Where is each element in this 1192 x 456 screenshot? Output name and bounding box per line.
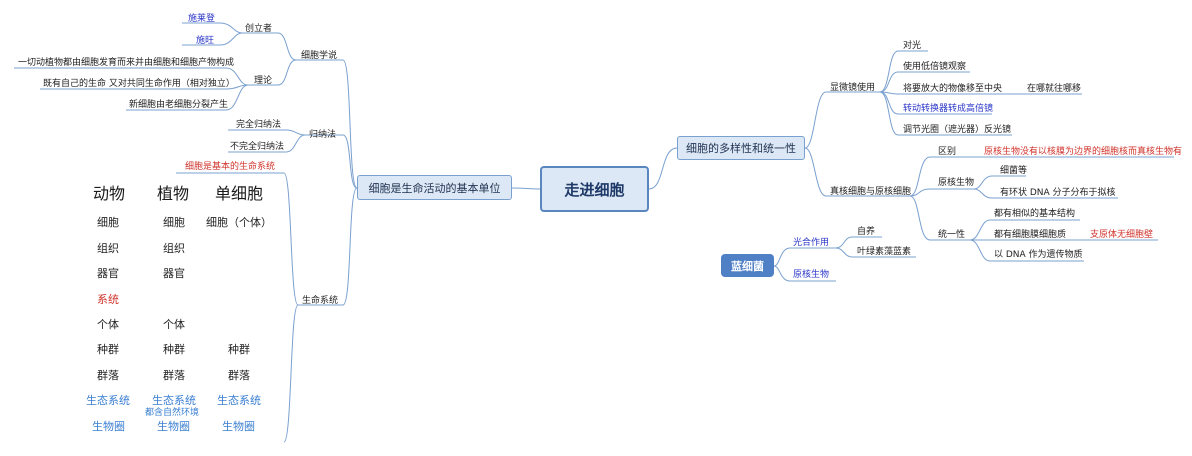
animal-level-tissue: 组织: [97, 242, 119, 255]
node-founder-schwann[interactable]: 施旺: [196, 36, 215, 46]
node-theory-point-1[interactable]: 一切动植物都由细胞发育而来并由细胞和细胞产物构成: [18, 58, 235, 68]
node-life-system[interactable]: 生命系统: [302, 296, 339, 306]
node-prokaryote[interactable]: 原核生物: [938, 178, 975, 188]
animal-level-community: 群落: [97, 369, 119, 382]
node-founder-schleiden[interactable]: 施莱登: [188, 14, 216, 24]
node-circular-dna[interactable]: 有环状 DNA 分子分布于拟核: [1000, 188, 1116, 198]
floating-topic-cyanobacteria[interactable]: 蓝细菌: [721, 254, 774, 277]
node-induction[interactable]: 归纳法: [309, 130, 337, 140]
header-single-cell: 单细胞: [215, 184, 264, 203]
node-microscope-use[interactable]: 显微镜使用: [830, 83, 876, 93]
node-pigments[interactable]: 叶绿素藻蓝素: [857, 247, 912, 257]
node-autotroph[interactable]: 自养: [857, 227, 876, 237]
node-mycoplasma-note[interactable]: 支原体无细胞壁: [1090, 230, 1154, 240]
note-natural-environment: 都含自然环境: [145, 408, 200, 418]
single-level-cell-individual: 细胞（个体）: [206, 216, 272, 229]
plant-level-biosphere: 生物圈: [157, 420, 190, 433]
node-difference-text[interactable]: 原核生物没有以核膜为边界的细胞核而真核生物有: [984, 147, 1183, 157]
node-step-high-power[interactable]: 转动转换器转成高倍镜: [903, 104, 994, 114]
node-pro-eu-cells[interactable]: 真核细胞与原核细胞: [830, 187, 912, 197]
node-move-note[interactable]: 在哪就往哪移: [1027, 84, 1082, 94]
node-theory-point-2[interactable]: 既有自己的生命 又对共同生命作用（相对独立）: [43, 79, 235, 89]
header-plant: 植物: [157, 184, 190, 203]
node-similar-structure[interactable]: 都有相似的基本结构: [994, 209, 1076, 219]
node-step-low-power[interactable]: 使用低倍镜观察: [903, 62, 967, 72]
animal-level-cell: 细胞: [97, 216, 119, 229]
node-membrane-cytoplasm[interactable]: 都有细胞膜细胞质: [994, 230, 1067, 240]
main-topic-cell-basic-unit[interactable]: 细胞是生命活动的基本单位: [357, 175, 512, 200]
single-level-population: 种群: [228, 343, 250, 356]
plant-level-organ: 器官: [163, 267, 185, 280]
animal-level-population: 种群: [97, 343, 119, 356]
node-bacteria[interactable]: 细菌等: [1000, 166, 1028, 176]
node-theory-point-3[interactable]: 新细胞由老细胞分裂产生: [129, 100, 229, 110]
plant-level-community: 群落: [163, 369, 185, 382]
plant-level-population: 种群: [163, 343, 185, 356]
node-theory[interactable]: 理论: [254, 76, 273, 86]
node-cell-theory[interactable]: 细胞学说: [301, 51, 338, 61]
single-level-community: 群落: [228, 369, 250, 382]
animal-level-individual: 个体: [97, 318, 119, 331]
main-topic-diversity-unity[interactable]: 细胞的多样性和统一性: [677, 136, 805, 160]
plant-level-ecosystem: 生态系统: [152, 394, 196, 407]
plant-level-cell: 细胞: [163, 216, 185, 229]
node-dna-genetic[interactable]: 以 DNA 作为遗传物质: [994, 250, 1083, 260]
node-unity[interactable]: 统一性: [938, 230, 966, 240]
node-founders[interactable]: 创立者: [245, 24, 273, 34]
animal-level-system: 系统: [97, 293, 119, 306]
node-complete-induction[interactable]: 完全归纳法: [236, 120, 282, 130]
animal-level-organ: 器官: [97, 267, 119, 280]
plant-level-individual: 个体: [163, 318, 185, 331]
node-step-aperture[interactable]: 调节光圈（遮光器）反光镜: [903, 125, 1012, 135]
animal-level-biosphere: 生物圈: [92, 420, 125, 433]
node-difference[interactable]: 区别: [938, 147, 957, 157]
animal-level-ecosystem: 生态系统: [86, 394, 130, 407]
header-animal: 动物: [93, 184, 126, 203]
plant-level-tissue: 组织: [163, 242, 185, 255]
central-topic[interactable]: 走进细胞: [540, 166, 649, 212]
single-level-biosphere: 生物圈: [222, 420, 255, 433]
node-photosynthesis[interactable]: 光合作用: [793, 238, 830, 248]
node-incomplete-induction[interactable]: 不完全归纳法: [230, 142, 285, 152]
node-step-light[interactable]: 对光: [903, 41, 922, 51]
node-cyano-prokaryote[interactable]: 原核生物: [793, 270, 830, 280]
single-level-ecosystem: 生态系统: [217, 394, 261, 407]
node-basic-life-system[interactable]: 细胞是基本的生命系统: [185, 162, 276, 172]
node-step-move-center[interactable]: 将要放大的物像移至中央: [903, 84, 1003, 94]
